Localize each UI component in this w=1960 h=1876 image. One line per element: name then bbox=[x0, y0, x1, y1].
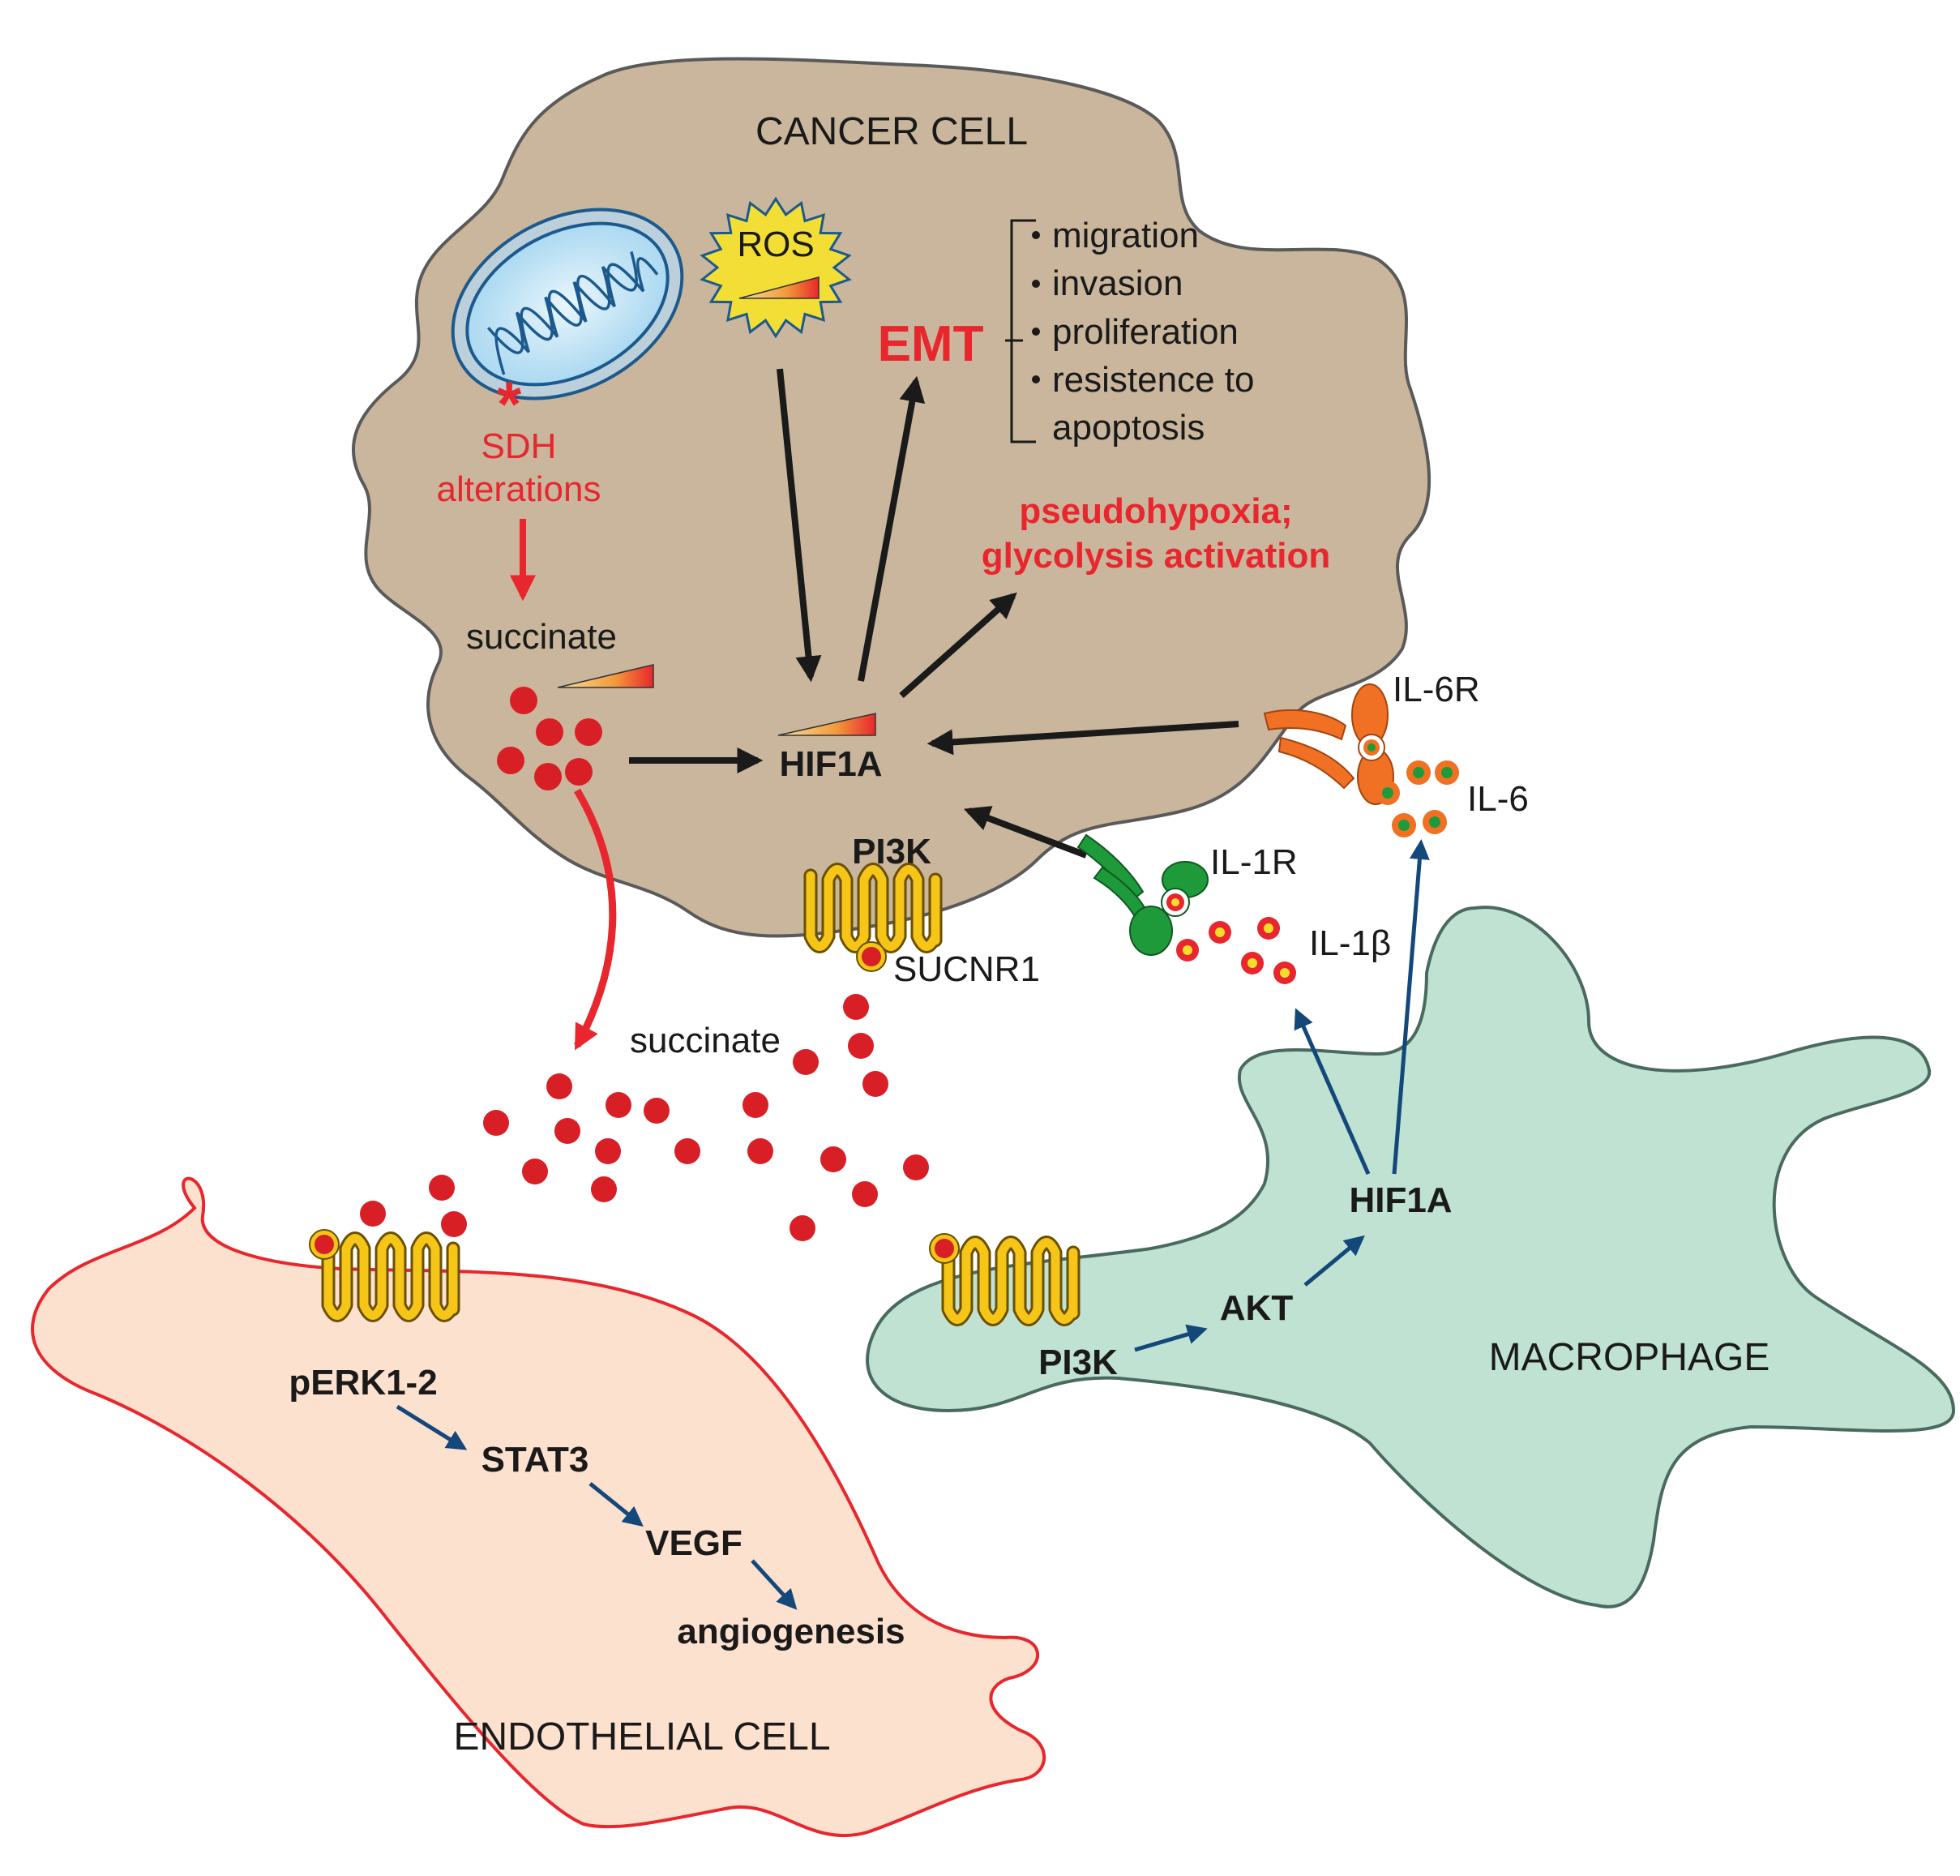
il1b-ligand-dots bbox=[1176, 917, 1296, 984]
bullet-icon bbox=[1032, 375, 1040, 383]
ros-burst-icon bbox=[700, 196, 852, 339]
macrophage-title: MACROPHAGE bbox=[1489, 1336, 1770, 1379]
emt-bracket bbox=[1005, 219, 1036, 443]
il1r-to-hif1a-arrow bbox=[964, 806, 1088, 859]
intracellular-succinate-label: succinate bbox=[466, 617, 617, 657]
angiogenesis-label: angiogenesis bbox=[677, 1612, 905, 1651]
macrophage-akt-label: AKT bbox=[1220, 1288, 1294, 1328]
bullet-icon bbox=[1032, 280, 1040, 288]
sdh-alterations-label: alterations bbox=[436, 469, 601, 509]
vegf-label: VEGF bbox=[645, 1523, 742, 1563]
hif1a-to-emt-arrow bbox=[858, 375, 926, 682]
sucnr1-receptor-cancer-icon bbox=[803, 863, 943, 972]
bullet-icon bbox=[1032, 231, 1040, 239]
il6-label: IL-6 bbox=[1467, 779, 1529, 819]
ros-to-hif1a-arrow bbox=[777, 368, 822, 683]
sucnr1-receptor-endothelial-icon bbox=[309, 1229, 460, 1322]
endothelial-cell-title: ENDOTHELIAL CELL bbox=[453, 1715, 830, 1758]
cancer-pi3k-label: PI3K bbox=[852, 832, 931, 872]
emt-effects-list: migration invasion proliferation resiste… bbox=[1032, 216, 1254, 448]
macrophage-membrane bbox=[866, 906, 1956, 1608]
emt-effect-item: resistence to bbox=[1052, 360, 1254, 400]
ros-label: ROS bbox=[737, 225, 814, 264]
sucnr1-receptor-macrophage-icon bbox=[929, 1233, 1081, 1326]
il1r-receptor-icon bbox=[1076, 833, 1209, 956]
cancer-hif1a-label: HIF1A bbox=[779, 744, 882, 784]
il6r-label: IL-6R bbox=[1393, 670, 1480, 709]
emt-effect-item: apoptosis bbox=[1052, 408, 1205, 448]
bullet-icon bbox=[1032, 328, 1040, 336]
glycolysis-activation-label: glycolysis activation bbox=[982, 536, 1330, 576]
hif1a-increase-ramp bbox=[777, 713, 876, 736]
emt-effect-item: proliferation bbox=[1052, 312, 1239, 352]
stat3-label: STAT3 bbox=[481, 1440, 589, 1480]
stat3-to-vegf-arrow bbox=[588, 1482, 644, 1527]
emt-effect-item: invasion bbox=[1052, 263, 1183, 303]
macrophage-pi3k-label: PI3K bbox=[1038, 1343, 1118, 1382]
vegf-to-angiogenesis-arrow bbox=[751, 1559, 798, 1610]
intracellular-succinate-dots bbox=[497, 687, 602, 790]
succinate-efflux-arrow bbox=[574, 788, 617, 1051]
pi3k-to-akt-arrow bbox=[1134, 1324, 1208, 1352]
macrophage-hif1a-label: HIF1A bbox=[1349, 1180, 1452, 1220]
perk-label: pERK1-2 bbox=[289, 1363, 437, 1403]
sucnr1-label: SUCNR1 bbox=[893, 949, 1040, 989]
hif1a-to-pseudohypoxia-arrow bbox=[899, 592, 1017, 698]
sdh-mutation-asterisk-icon: * bbox=[497, 368, 522, 439]
il1r-label: IL-1R bbox=[1210, 842, 1298, 882]
emt-effect-item: migration bbox=[1052, 216, 1199, 255]
cancer-cell-title: CANCER CELL bbox=[755, 110, 1028, 153]
hif1a-to-il6-arrow bbox=[1392, 839, 1430, 1175]
il6-ligand-dots bbox=[1376, 760, 1459, 837]
perk-to-stat3-arrow bbox=[396, 1404, 468, 1450]
akt-to-hif1a-arrow bbox=[1303, 1235, 1365, 1287]
mitochondrion-icon bbox=[451, 208, 684, 400]
extracellular-succinate-dots bbox=[360, 994, 929, 1241]
il6r-receptor-icon bbox=[1263, 683, 1394, 805]
sdh-label: SDH bbox=[481, 426, 557, 466]
endothelial-cell-membrane bbox=[31, 1176, 1046, 1838]
hif1a-to-il1b-arrow bbox=[1294, 1008, 1371, 1176]
extracellular-succinate-label: succinate bbox=[630, 1021, 781, 1060]
succinate-increase-ramp bbox=[557, 664, 654, 688]
pseudohypoxia-label: pseudohypoxia; bbox=[1019, 491, 1292, 531]
emt-label: EMT bbox=[878, 316, 984, 372]
il6r-to-hif1a-arrow bbox=[927, 721, 1239, 756]
il1b-label: IL-1β bbox=[1309, 923, 1391, 963]
